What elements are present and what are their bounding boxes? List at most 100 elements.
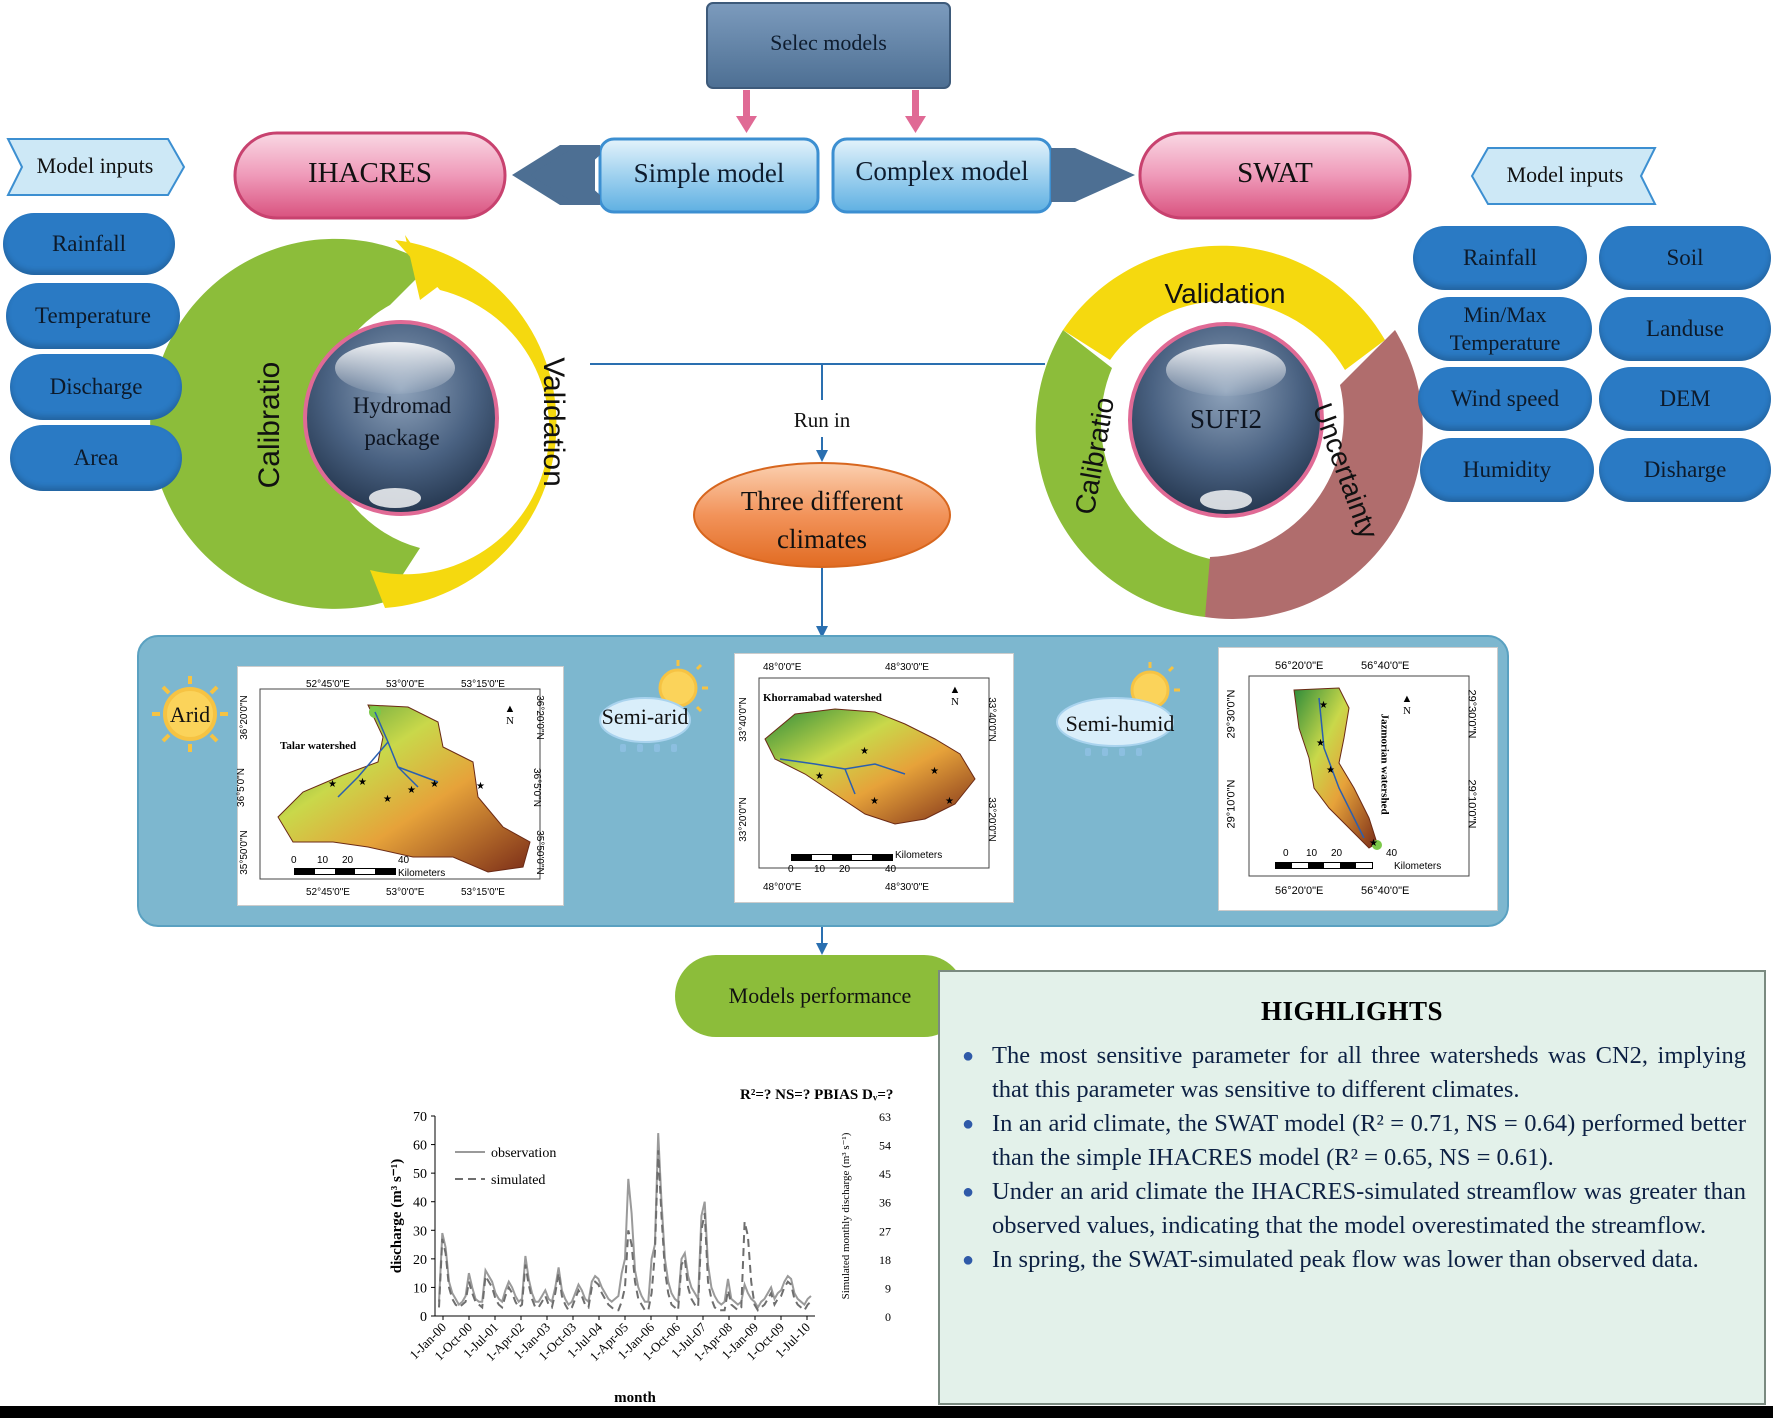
ihacres-pill [233, 131, 507, 220]
y2-tick-label: 45 [879, 1167, 891, 1181]
jazmorian-scale-40: 40 [1386, 848, 1398, 859]
khorramabad-scale-10: 10 [814, 864, 826, 875]
y2-tick-label: 18 [879, 1253, 891, 1267]
performance-label: Models performance [728, 983, 912, 1008]
y-tick-label: 40 [413, 1196, 427, 1211]
left-inputs-header: Model inputs [36, 153, 154, 178]
svg-text:★: ★ [1316, 738, 1325, 749]
talar-title: Talar watershed [280, 740, 357, 752]
right-input-minmax-temperature: Min/Max Temperature [1418, 297, 1592, 361]
jazmorian-bottom-tick-1: 56°20'0"E [1275, 885, 1324, 897]
right-input-soil: Soil [1599, 226, 1771, 290]
legend-label: simulated [491, 1173, 545, 1188]
right-input-landuse: Landuse [1599, 297, 1771, 361]
highlights-box: HIGHLIGHTS The most sensitive parameter … [938, 970, 1766, 1405]
y-axis-title: discharge (m³ s⁻¹) [389, 1159, 405, 1273]
y2-tick-label: 36 [879, 1196, 891, 1210]
svg-text:★: ★ [430, 779, 439, 790]
right-input-dem: DEM [1599, 367, 1771, 431]
jazmorian-top-tick-1: 56°20'0"E [1275, 660, 1324, 672]
left-input-area: Area [10, 425, 182, 491]
sun-cloud-rain-icon [599, 660, 708, 752]
khorramabad-top-tick-2: 48°30'0"E [885, 662, 929, 673]
right-validation-label: Validation [1164, 278, 1286, 309]
climates-oval [693, 462, 951, 568]
jazmorian-map-graphic: ★★★★ [1248, 675, 1470, 877]
highlight-item: The most sensitive parameter for all thr… [962, 1039, 1746, 1107]
left-input-discharge: Discharge [10, 354, 182, 420]
talar-scale-0: 0 [291, 855, 297, 866]
semi-humid-label: Semi-humid [1065, 711, 1175, 736]
talar-left-tick-3: 35°50'0"N [238, 830, 250, 875]
series-line-simulated [438, 1150, 812, 1313]
khorramabad-scale-unit: Kilometers [895, 850, 943, 861]
left-calibration-label: Calibratio [253, 361, 286, 489]
y-tick-label: 50 [413, 1167, 427, 1182]
talar-bottom-tick-1: 52°45'0"E [306, 887, 350, 898]
y2-tick-label: 27 [879, 1224, 891, 1238]
y-tick-label: 30 [413, 1224, 427, 1239]
jazmorian-top-tick-2: 56°40'0"E [1361, 660, 1410, 672]
map-jazmorian: ★★★★ Jazmorian watershed 56°20'0"E 56°40… [1219, 648, 1497, 910]
highlight-item: In an arid climate, the SWAT model (R² =… [962, 1107, 1746, 1175]
khorramabad-bottom-tick-2: 48°30'0"E [885, 882, 929, 893]
khorramabad-map-graphic: ★★★★★ [758, 677, 990, 869]
khorramabad-title: Khorramabad watershed [763, 692, 882, 704]
y2-tick-label: 54 [879, 1139, 891, 1153]
metrics-line: R²=? NS=? PBIAS Dᵥ=? [740, 1087, 894, 1103]
simple-model-label: Simple model [633, 158, 785, 188]
talar-scale-10: 10 [317, 855, 329, 866]
talar-left-tick-1: 36°20'0"N [238, 695, 250, 740]
jazmorian-scale-20: 20 [1331, 848, 1343, 859]
talar-top-tick-2: 53°0'0"E [386, 679, 425, 690]
sufi2-label: SUFI2 [1189, 404, 1263, 434]
svg-text:★: ★ [476, 781, 485, 792]
khorramabad-right-tick-1: 33°40'0"N [985, 697, 997, 742]
svg-text:★: ★ [407, 785, 416, 796]
talar-right-tick-3: 35°50'0"N [533, 830, 545, 875]
y-tick-label: 10 [413, 1281, 427, 1296]
y2-tick-label: 63 [879, 1110, 891, 1124]
jazmorian-north-label: N [1403, 705, 1411, 717]
talar-top-tick-3: 53°15'0"E [461, 679, 505, 690]
right-input-wind-speed: Wind speed [1418, 367, 1592, 431]
talar-right-tick-1: 36°20'0"N [533, 695, 545, 740]
talar-north-arrow: ▲N [504, 703, 516, 727]
legend-label: observation [491, 1146, 556, 1161]
right-inputs-header: Model inputs [1506, 162, 1624, 187]
jazmorian-scale-10: 10 [1306, 848, 1318, 859]
talar-bottom-tick-2: 53°0'0"E [386, 887, 425, 898]
y2-axis-title: Simulated monthly discharge (m³ s⁻¹) [840, 1132, 852, 1299]
highlights-list: The most sensitive parameter for all thr… [962, 1039, 1746, 1277]
right-chevron-arrows [1051, 148, 1135, 202]
khorramabad-scale-0: 0 [788, 864, 794, 875]
talar-scale-20: 20 [342, 855, 354, 866]
ihacres-label: IHACRES [307, 157, 433, 189]
down-arrows [736, 90, 926, 133]
sun-cloud-rain-humid-icon [1056, 662, 1180, 756]
khorramabad-bottom-tick-1: 48°0'0"E [763, 882, 802, 893]
series-line-observation [438, 1133, 812, 1310]
jazmorian-left-tick-1: 29°30'0"N [1225, 689, 1238, 739]
y2-tick-label: 9 [885, 1281, 891, 1295]
climates-label: Three different climates [740, 486, 904, 554]
svg-text:★: ★ [1326, 765, 1335, 776]
select-models-box [706, 2, 951, 89]
jazmorian-bottom-tick-2: 56°40'0"E [1361, 885, 1410, 897]
y2-tick-label: 0 [885, 1310, 891, 1324]
svg-text:★: ★ [328, 779, 337, 790]
semi-arid-label: Semi-arid [601, 704, 689, 729]
highlight-item: In spring, the SWAT-simulated peak flow … [962, 1243, 1746, 1277]
talar-left-tick-2: 36°5'0"N [235, 768, 247, 807]
khorramabad-top-tick-1: 48°0'0"E [763, 662, 802, 673]
right-input-humidity: Humidity [1420, 438, 1594, 502]
run-in-label: Run in [762, 408, 882, 433]
svg-text:★: ★ [1319, 700, 1328, 711]
talar-top-tick-1: 52°45'0"E [306, 679, 350, 690]
svg-text:★: ★ [945, 796, 954, 807]
hydromad-label: Hydromad package [352, 393, 452, 450]
talar-map-graphic: ★★★★★★ [259, 688, 541, 880]
complex-model-label: Complex model [855, 156, 1029, 186]
left-inputs-banner [6, 138, 186, 196]
right-inputs-banner [1470, 147, 1657, 205]
